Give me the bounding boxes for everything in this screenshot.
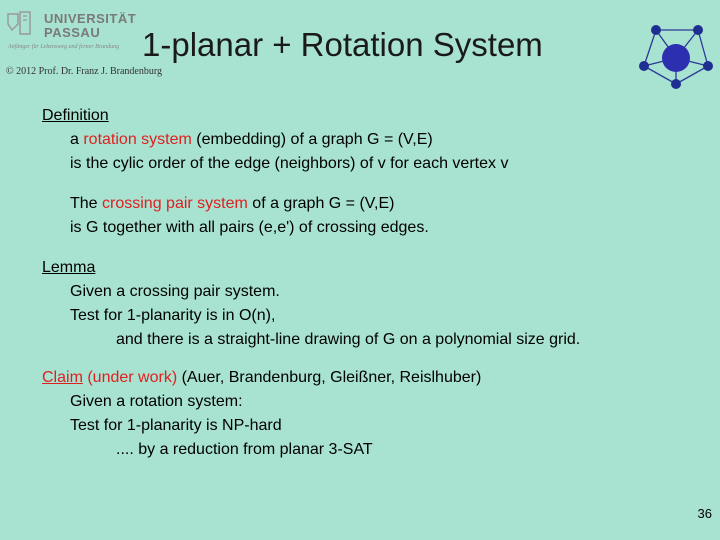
definition-line1-a: a: [70, 131, 84, 148]
logo-emblem-icon: [7, 11, 31, 35]
university-logo: UNIVERSITÄT PASSAU Anfänger für Lebenswe…: [6, 10, 146, 56]
crossing-pair-system-term: crossing pair system: [102, 195, 248, 212]
claim-status: (under work): [82, 369, 178, 386]
lemma-line2: Test for 1-planarity is in O(n),: [70, 307, 276, 324]
claim-line1: Given a rotation system:: [70, 393, 243, 410]
definition-line3: The crossing pair system of a graph G = …: [42, 192, 580, 216]
claim-line3: .... by a reduction from planar 3-SAT: [116, 441, 373, 458]
slide-body: Definition a rotation system (embedding)…: [42, 104, 580, 462]
definition-line3-b: of a graph G = (V,E): [247, 195, 395, 212]
definition-line4: is G together with all pairs (e,e') of c…: [70, 219, 429, 236]
rotation-system-term: rotation system: [83, 131, 192, 148]
lemma-line1: Given a crossing pair system.: [70, 283, 280, 300]
lemma-heading: Lemma: [42, 259, 96, 276]
graph-network-icon: [639, 25, 713, 89]
claim-heading: Claim: [42, 369, 83, 386]
page-number: 36: [697, 506, 712, 521]
logo-line2: PASSAU: [44, 25, 101, 40]
definition-line1-b: (embedding) of a graph G = (V,E): [191, 131, 433, 148]
lemma-line3: and there is a straight-line drawing of …: [116, 331, 581, 348]
claim-authors: (Auer, Brandenburg, Gleißner, Reislhuber…: [177, 369, 482, 386]
definition-line2: is the cylic order of the edge (neighbor…: [70, 155, 509, 172]
copyright: © 2012 Prof. Dr. Franz J. Brandenburg: [6, 66, 163, 77]
slide-title: 1-planar + Rotation System: [142, 26, 543, 63]
logo-line1: UNIVERSITÄT: [44, 11, 137, 26]
claim-line2: Test for 1-planarity is NP-hard: [70, 417, 282, 434]
logo-tagline: Anfänger für Lebensweg und ferner Brandu…: [8, 44, 120, 50]
definition-line3-a: The: [70, 195, 103, 212]
definition-line1: a rotation system (embedding) of a graph…: [42, 128, 580, 152]
definition-heading: Definition: [42, 107, 109, 124]
claim-heading-line: Claim (under work) (Auer, Brandenburg, G…: [42, 366, 580, 390]
